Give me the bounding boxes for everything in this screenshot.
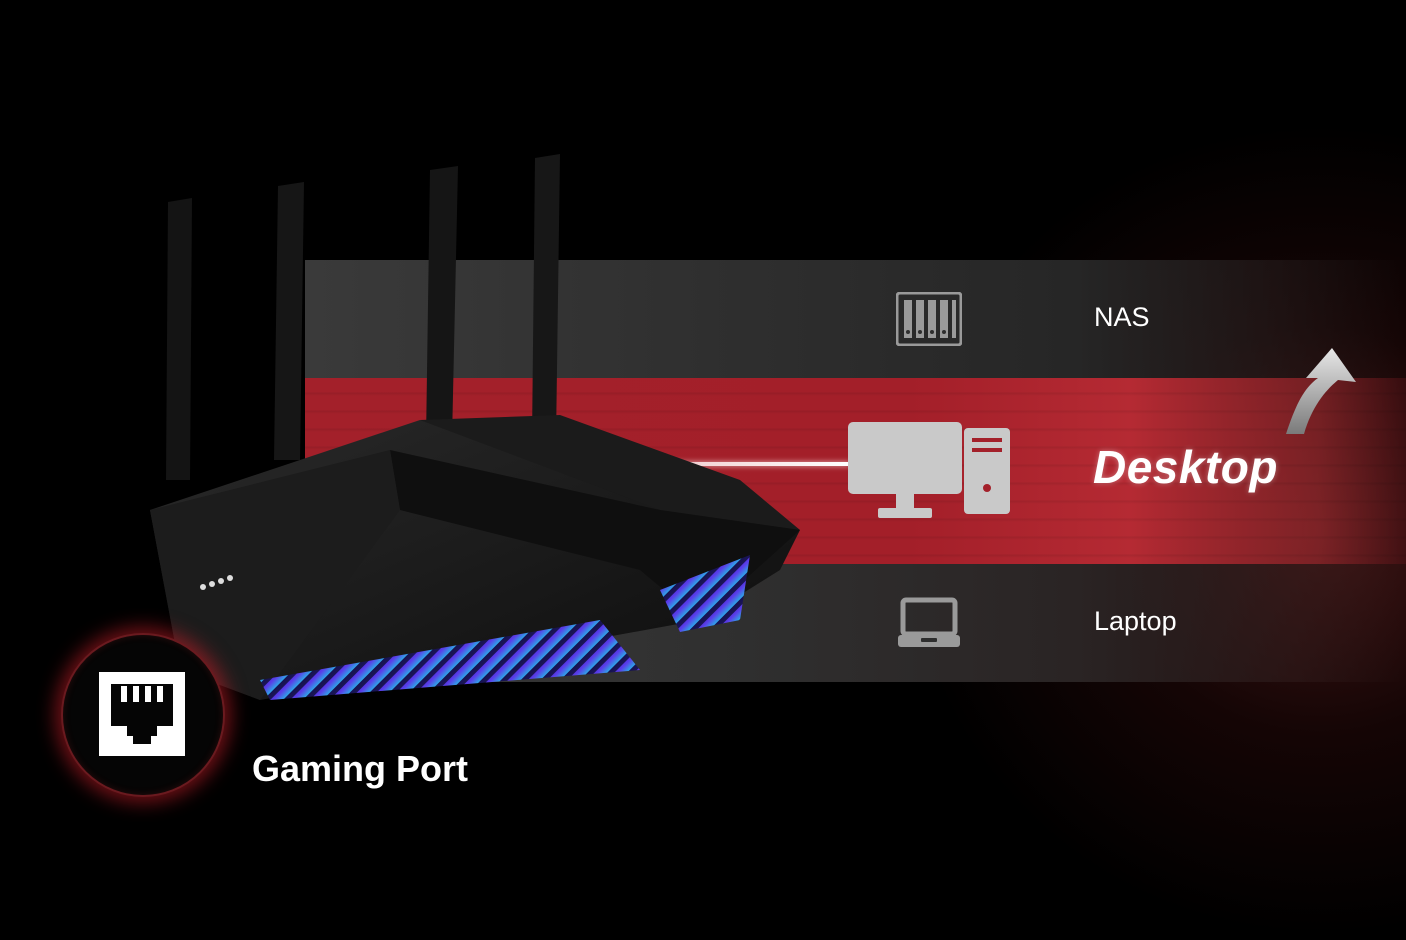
laptop-icon bbox=[897, 597, 961, 654]
nas-lane bbox=[305, 260, 1406, 378]
ethernet-port-icon bbox=[99, 672, 185, 761]
gaming-port-badge bbox=[61, 633, 225, 797]
priority-connection-line bbox=[600, 462, 850, 466]
router-image bbox=[140, 150, 830, 715]
desktop-computer-icon bbox=[846, 420, 1012, 529]
priority-up-arrow-icon bbox=[1282, 344, 1358, 441]
gaming-port-label: Gaming Port bbox=[252, 748, 469, 789]
nas-label: NAS bbox=[1094, 302, 1150, 332]
laptop-label: Laptop bbox=[1094, 606, 1177, 636]
nas-icon bbox=[895, 291, 963, 351]
desktop-label: Desktop bbox=[1093, 441, 1278, 493]
